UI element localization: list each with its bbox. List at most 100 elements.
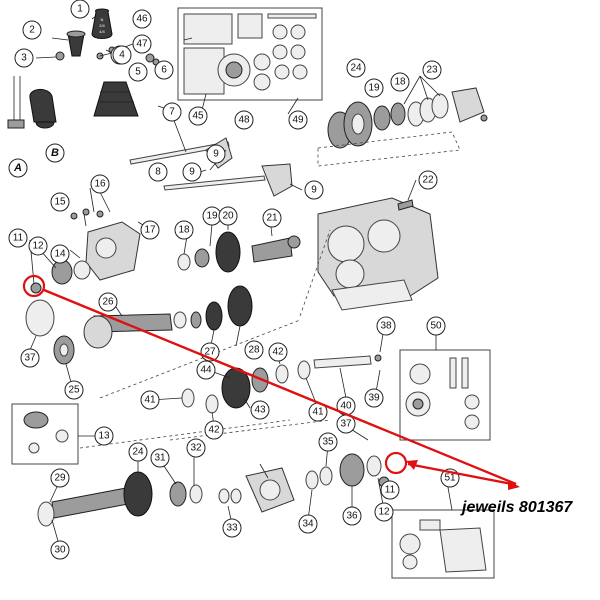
intermediate-gear-set xyxy=(177,231,301,273)
callout-number: 22 xyxy=(422,175,434,186)
callout-number: 20 xyxy=(222,211,234,222)
letter-callout-a: A xyxy=(8,158,28,178)
callout-number: 6 xyxy=(161,65,167,76)
callout-24: 24 xyxy=(346,58,366,78)
callout-42: 42 xyxy=(204,420,224,440)
callout-9: 9 xyxy=(182,162,202,182)
callout-number: 42 xyxy=(272,347,284,358)
callout-32: 32 xyxy=(186,438,206,458)
arrow-line xyxy=(407,462,513,486)
kit-box-51 xyxy=(391,509,495,579)
callout-34: 34 xyxy=(298,514,318,534)
callout-number: 26 xyxy=(102,297,114,308)
callout-number: 48 xyxy=(238,115,250,126)
callout-number: 12 xyxy=(32,241,44,252)
callout-23: 23 xyxy=(422,60,442,80)
callout-5: 5 xyxy=(128,62,148,82)
callout-number: 32 xyxy=(190,443,202,454)
callout-number: 15 xyxy=(54,197,66,208)
callout-45: 45 xyxy=(188,106,208,126)
callout-number: 30 xyxy=(54,545,66,556)
callout-number: 4 xyxy=(119,50,125,61)
callout-number: 19 xyxy=(206,211,218,222)
callout-30: 30 xyxy=(50,540,70,560)
callout-6: 6 xyxy=(154,60,174,80)
callout-number: 11 xyxy=(385,485,396,496)
callout-48: 48 xyxy=(234,110,254,130)
kit-box-13 xyxy=(11,403,79,465)
callout-number: 34 xyxy=(302,519,314,530)
callout-number: 37 xyxy=(24,353,36,364)
arrow-head-right xyxy=(508,480,520,490)
callout-14: 14 xyxy=(50,244,70,264)
connector-line xyxy=(43,288,517,486)
callout-18: 18 xyxy=(174,220,194,240)
svg-text:N: N xyxy=(101,17,104,22)
callout-46: 46 xyxy=(132,9,152,29)
callout-19: 19 xyxy=(202,206,222,226)
callout-number: 14 xyxy=(54,249,66,260)
rear-output-gear-stack xyxy=(317,87,488,167)
callout-41: 41 xyxy=(140,390,160,410)
callout-number: 40 xyxy=(340,401,352,412)
callout-7: 7 xyxy=(162,102,182,122)
front-output-housing xyxy=(30,208,141,294)
callout-number: 51 xyxy=(444,473,456,484)
callout-39: 39 xyxy=(364,388,384,408)
callout-12: 12 xyxy=(28,236,48,256)
callout-number: 47 xyxy=(136,39,148,50)
callout-number: 18 xyxy=(178,225,190,236)
callout-16: 16 xyxy=(90,174,110,194)
callout-number: 3 xyxy=(21,53,27,64)
callout-number: 28 xyxy=(248,345,260,356)
rear-output-shaft-assembly xyxy=(37,453,390,527)
callout-50: 50 xyxy=(426,316,446,336)
part-callouts: 1234456789991111121213141516171818191920… xyxy=(8,0,460,560)
callout-number: 46 xyxy=(136,14,148,25)
callout-number: 35 xyxy=(322,437,334,448)
callout-37: 37 xyxy=(20,348,40,368)
callout-number: 37 xyxy=(340,419,352,430)
callout-number: 39 xyxy=(368,393,380,404)
callout-number: 42 xyxy=(208,425,220,436)
highlight-circle-right xyxy=(384,451,408,475)
arrow-head-left xyxy=(406,460,418,470)
callout-number: 38 xyxy=(380,321,392,332)
callout-number: 9 xyxy=(189,167,195,178)
callout-2: 2 xyxy=(22,20,42,40)
callout-38: 38 xyxy=(376,316,396,336)
callout-21: 21 xyxy=(262,208,282,228)
callout-number: 24 xyxy=(350,63,362,74)
letter-callout-b: B xyxy=(45,143,65,163)
callout-4: 4 xyxy=(112,45,132,65)
callout-24: 24 xyxy=(128,442,148,462)
callout-43: 43 xyxy=(250,400,270,420)
svg-text:B: B xyxy=(51,147,59,159)
callout-1: 1 xyxy=(70,0,90,19)
callout-number: 49 xyxy=(292,115,304,126)
callout-number: 11 xyxy=(13,233,24,244)
callout-9: 9 xyxy=(206,144,226,164)
callout-number: 25 xyxy=(68,385,80,396)
callout-number: 17 xyxy=(144,225,156,236)
callout-number: 8 xyxy=(155,167,161,178)
callout-26: 26 xyxy=(98,292,118,312)
callout-19: 19 xyxy=(364,78,384,98)
callout-number: 12 xyxy=(378,507,390,518)
callout-number: 24 xyxy=(132,447,144,458)
callout-number: 43 xyxy=(254,405,266,416)
callout-47: 47 xyxy=(132,34,152,54)
callout-18: 18 xyxy=(390,72,410,92)
callout-number: 31 xyxy=(154,453,166,464)
annotation-text: jeweils 801367 xyxy=(460,499,573,516)
callout-15: 15 xyxy=(50,192,70,212)
callout-number: 50 xyxy=(430,321,442,332)
callout-number: 21 xyxy=(266,213,278,224)
callout-number: 5 xyxy=(135,67,141,78)
callout-11: 11 xyxy=(8,228,28,248)
callout-49: 49 xyxy=(288,110,308,130)
svg-text:4/4: 4/4 xyxy=(99,29,105,34)
callout-number: 7 xyxy=(169,107,175,118)
callout-number: 23 xyxy=(426,65,438,76)
